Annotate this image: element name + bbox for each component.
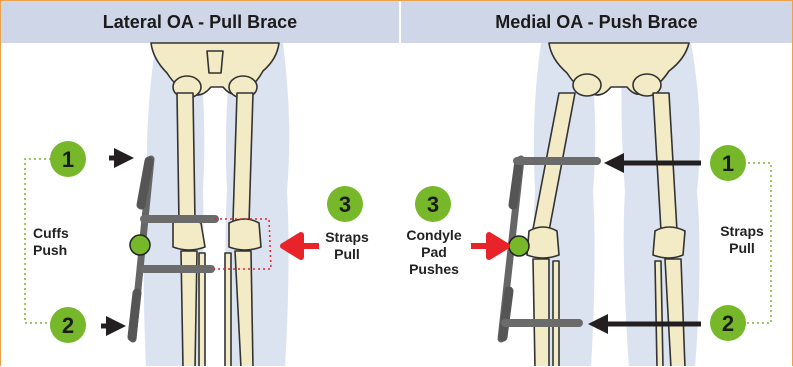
left-marker-1: 1 [62, 147, 74, 172]
left-marker-3: 3 [339, 192, 351, 217]
left-straps-label: Straps Pull [323, 229, 371, 263]
left-cuffs-label: Cuffs Push [33, 225, 77, 259]
right-marker-1: 1 [722, 151, 734, 176]
right-straps-label: Straps Pull [718, 223, 766, 257]
left-marker-2: 2 [62, 313, 74, 338]
left-leg-silhouettes [144, 43, 290, 366]
right-marker-3: 3 [427, 192, 439, 217]
right-condyle-label: Condyle Pad Pushes [399, 227, 469, 278]
right-marker-2: 2 [722, 311, 734, 336]
right-red-arrow [471, 235, 507, 257]
